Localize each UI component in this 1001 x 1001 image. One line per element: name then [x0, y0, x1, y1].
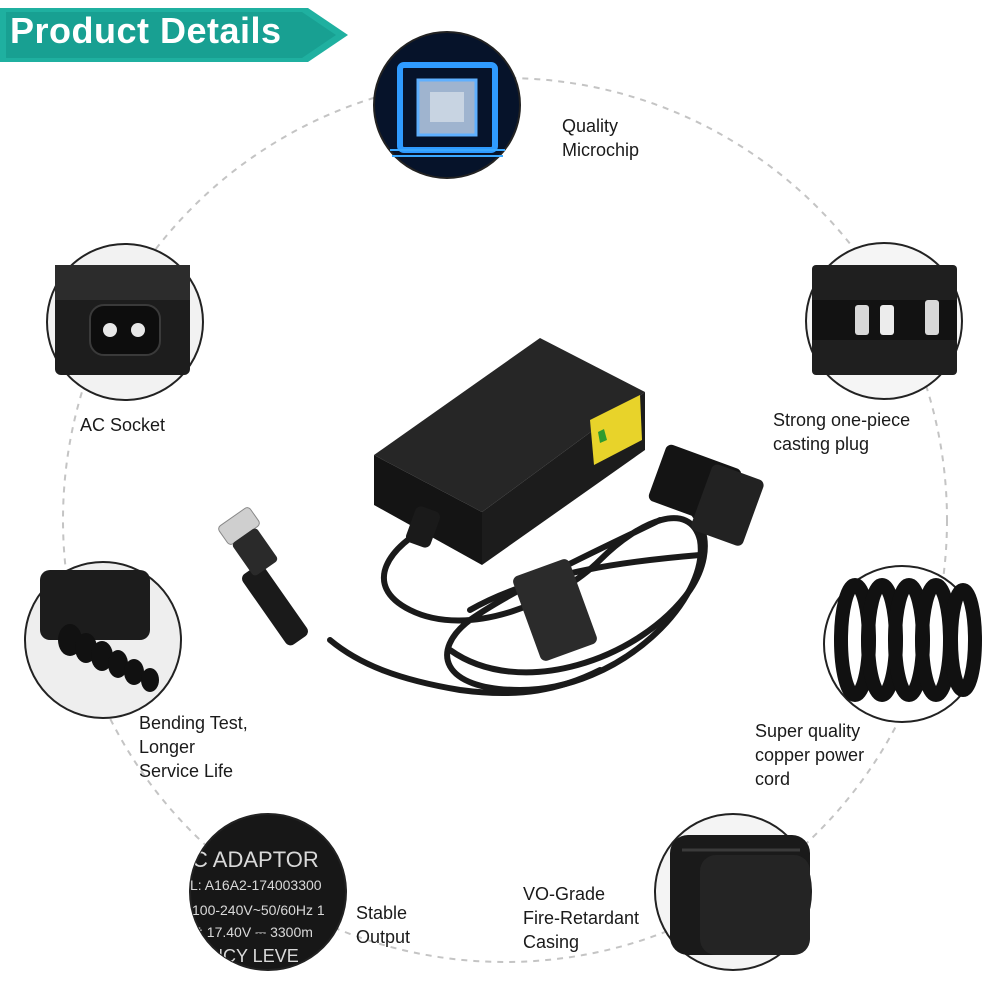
feature-label-bending: Bending Test, Longer Service Life	[139, 713, 248, 781]
rating-line-4: T: 17.40V ⎓ 3300m	[192, 924, 313, 940]
dc-plug	[218, 507, 308, 646]
badge-casing	[654, 813, 812, 971]
wall-plug	[648, 444, 764, 546]
rating-line-2: L: A16A2-174003300	[190, 877, 322, 893]
adapter-product	[218, 338, 764, 697]
feature-label-output: Stable Output	[356, 903, 411, 947]
adapter-brick	[374, 338, 645, 565]
feature-label-microchip: Quality Microchip	[562, 116, 640, 160]
rating-line-5: ENCY LEVE	[198, 946, 299, 966]
badge-coiled-cord	[823, 565, 982, 723]
badge-ac-socket	[46, 243, 204, 401]
section-banner	[0, 8, 348, 62]
rating-line-1: C ADAPTOR	[192, 847, 319, 872]
banner-inner	[6, 12, 336, 58]
dashed-ring	[62, 77, 948, 963]
page-title: Product Details	[10, 10, 282, 51]
feature-label-ac-socket: AC Socket	[80, 415, 166, 435]
badge-strain-relief	[24, 561, 182, 719]
rating-line-3: 100-240V~50/60Hz 1	[192, 902, 325, 918]
feature-label-casing: VO-Grade Fire-Retardant Casing	[523, 884, 640, 952]
badge-plug	[805, 242, 963, 400]
badge-rating-label	[189, 813, 347, 971]
rating-label-text: C ADAPTOR L: A16A2-174003300 100-240V~50…	[190, 814, 346, 970]
badge-microchip	[373, 31, 521, 179]
feature-label-cord: Super quality copper power cord	[755, 721, 865, 789]
velcro-strap	[513, 559, 597, 661]
feature-label-plug: Strong one-piece casting plug	[773, 410, 911, 454]
